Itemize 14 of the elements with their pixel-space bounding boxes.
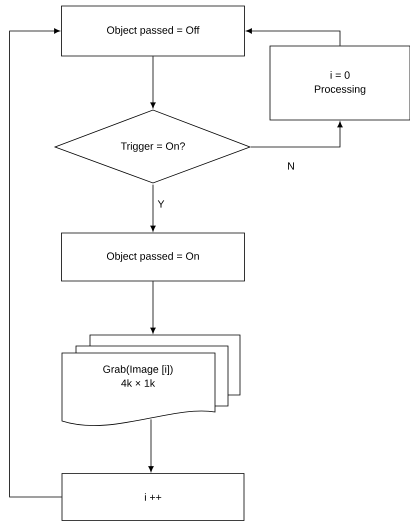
edge-label: Y xyxy=(156,199,166,209)
arrow xyxy=(246,28,340,46)
arrow xyxy=(9,28,62,498)
edge-label: N xyxy=(286,161,296,171)
document-stack: Grab(Image [i]) 4k × 1k xyxy=(62,334,240,426)
arrow xyxy=(250,121,343,148)
arrow xyxy=(150,184,156,232)
process-box: Object passed = On xyxy=(61,232,245,282)
process-box: i ++ xyxy=(62,473,244,521)
process-box: Object passed = Off xyxy=(61,6,245,56)
arrow xyxy=(150,281,156,334)
arrow xyxy=(148,419,154,472)
process-box: i = 0 Processing xyxy=(270,46,410,120)
arrow xyxy=(150,56,156,108)
